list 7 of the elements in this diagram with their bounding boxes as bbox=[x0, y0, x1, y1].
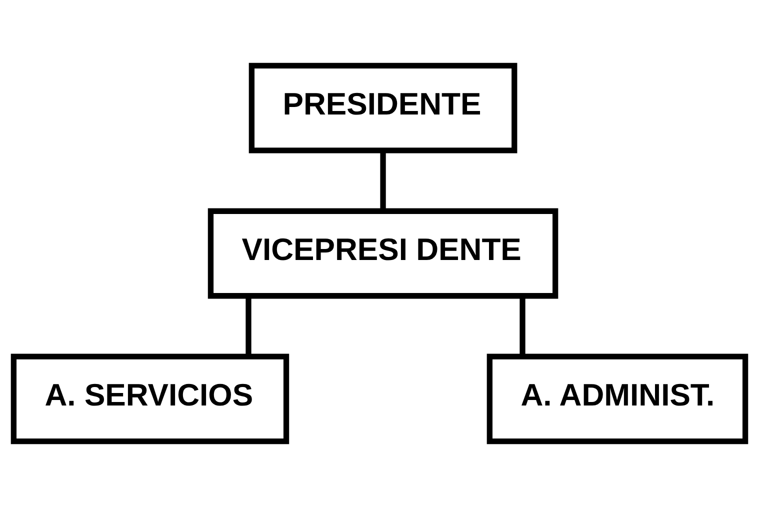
node-box: VICEPRESI DENTE bbox=[208, 208, 558, 299]
node-box: PRESIDENTE bbox=[248, 62, 518, 154]
node-box: A. SERVICIOS bbox=[10, 354, 290, 444]
connector bbox=[520, 296, 526, 356]
connector bbox=[380, 150, 386, 211]
connector bbox=[246, 296, 252, 356]
node-box: A. ADMINIST. bbox=[486, 354, 748, 444]
